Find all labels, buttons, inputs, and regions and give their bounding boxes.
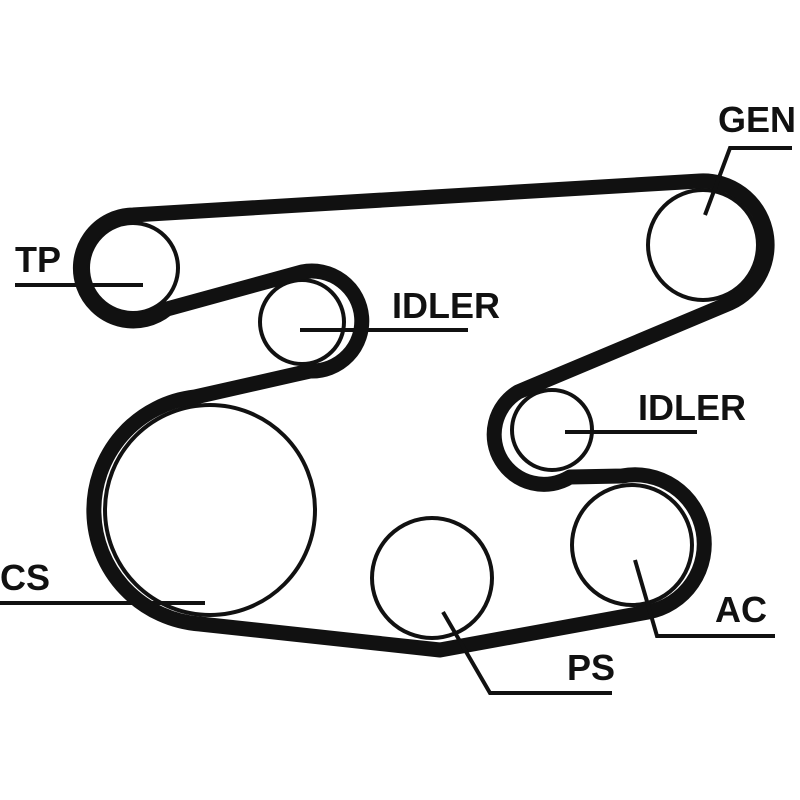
label-ac: AC — [715, 589, 767, 630]
belt — [72, 173, 775, 658]
label-cs: CS — [0, 557, 50, 598]
label-tp: TP — [15, 239, 61, 280]
leader-ac — [633, 559, 775, 638]
label-idler-upper: IDLER — [392, 285, 500, 326]
label-gen: GEN — [718, 99, 796, 140]
label-idler-lower: IDLER — [638, 387, 746, 428]
leader-ps — [441, 610, 612, 695]
leader-gen — [703, 146, 792, 216]
pulley-idler-upper — [258, 278, 346, 366]
label-ps: PS — [567, 647, 615, 688]
pulley-tp — [86, 221, 180, 315]
pulley-ps — [370, 516, 494, 640]
pulley-gen — [646, 188, 760, 302]
pulley-ac — [570, 483, 694, 607]
pulley-cs — [103, 403, 317, 617]
